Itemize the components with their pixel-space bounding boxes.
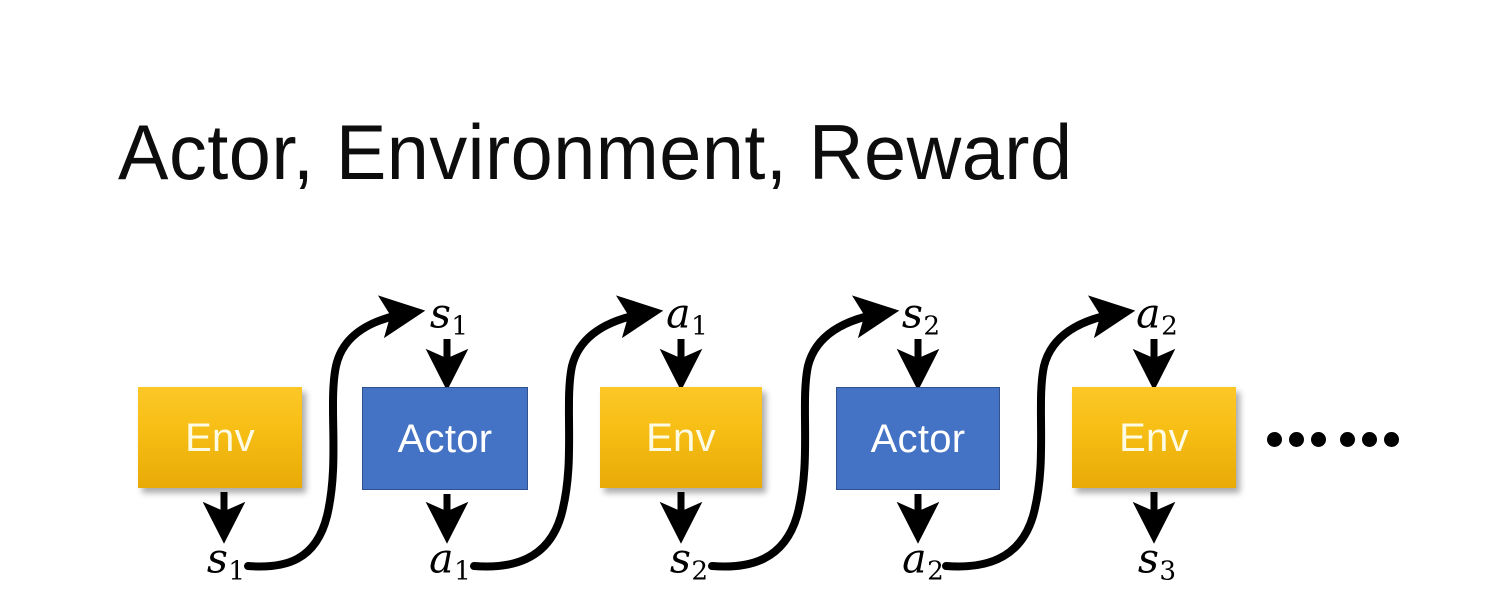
node-actor-1[interactable]: Actor	[362, 387, 528, 490]
ellipsis-dot	[1340, 432, 1355, 447]
label-action-a2-top: a2	[1136, 293, 1178, 343]
subscript: 2	[923, 312, 941, 343]
subscript: 3	[1159, 557, 1177, 588]
ellipsis-dot	[1267, 432, 1282, 447]
symbol: a	[902, 534, 927, 583]
subscript: 2	[691, 557, 709, 588]
ellipsis-dot	[1384, 432, 1399, 447]
label-state-s2-bottom: s2	[670, 538, 709, 588]
symbol: a	[1136, 289, 1161, 338]
symbol: s	[901, 289, 923, 338]
ellipsis-dot	[1362, 432, 1377, 447]
node-actor-2[interactable]: Actor	[836, 387, 1000, 490]
node-env-1[interactable]: Env	[138, 387, 302, 488]
node-label: Actor	[397, 416, 493, 461]
subscript: 1	[691, 312, 708, 343]
subscript: 2	[1161, 312, 1178, 343]
subscript: 1	[451, 312, 469, 343]
label-state-s3-bottom: s3	[1138, 538, 1177, 588]
node-label: Env	[185, 415, 255, 460]
symbol: s	[669, 534, 691, 583]
symbol: a	[429, 534, 454, 583]
label-state-s2-top: s2	[902, 293, 941, 343]
node-label: Actor	[870, 416, 966, 461]
label-action-a1-top: a1	[666, 293, 708, 343]
page-title: Actor, Environment, Reward	[118, 108, 1073, 196]
node-env-2[interactable]: Env	[600, 387, 762, 488]
label-action-a2-bottom: a2	[902, 538, 944, 588]
label-state-s1-top: s1	[430, 293, 469, 343]
ellipsis-dot	[1289, 432, 1304, 447]
subscript: 1	[454, 557, 471, 588]
node-label: Env	[646, 415, 716, 460]
node-label: Env	[1119, 415, 1189, 460]
ellipsis-dot	[1311, 432, 1326, 447]
subscript: 1	[228, 557, 246, 588]
symbol: s	[429, 289, 451, 338]
symbol: a	[666, 289, 691, 338]
subscript: 2	[927, 557, 944, 588]
label-state-s1-bottom: s1	[207, 538, 246, 588]
node-env-3[interactable]: Env	[1072, 387, 1236, 488]
ellipsis-icon	[1267, 432, 1399, 447]
symbol: s	[206, 534, 228, 583]
symbol: s	[1137, 534, 1159, 583]
label-action-a1-bottom: a1	[429, 538, 471, 588]
